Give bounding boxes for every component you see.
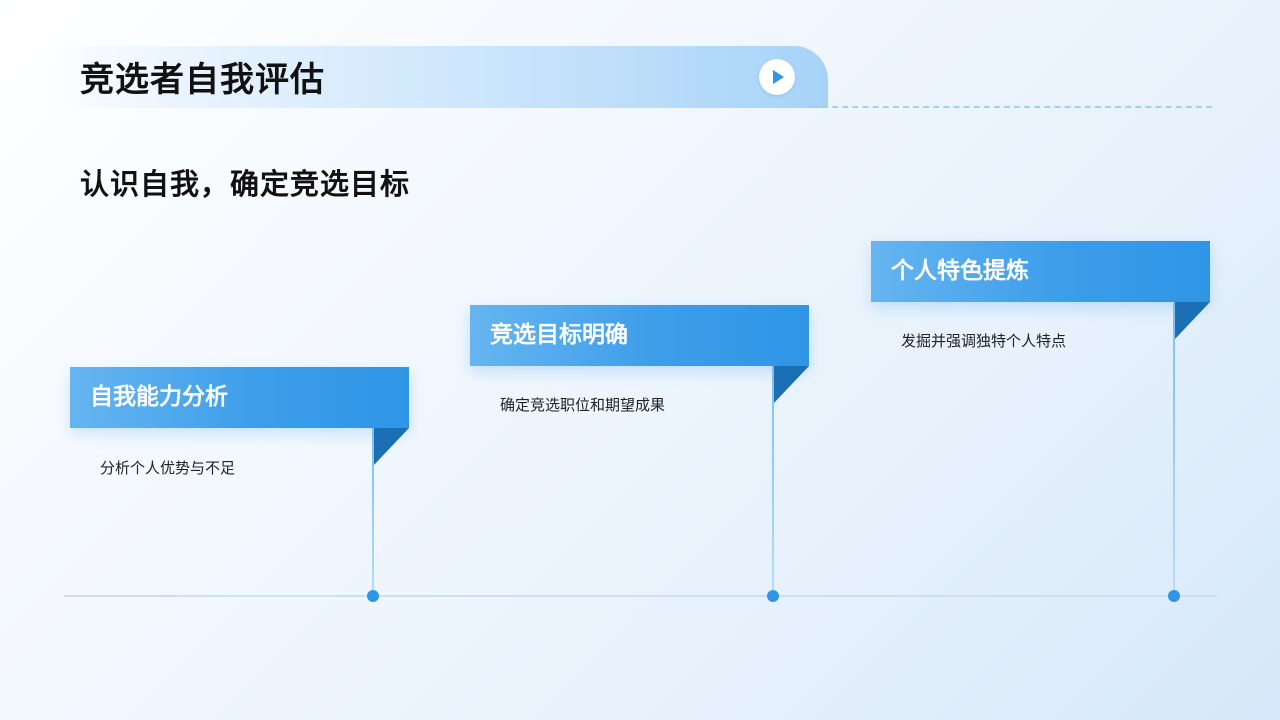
step-banner: 自我能力分析 (70, 367, 409, 428)
step-label: 个人特色提炼 (891, 258, 1029, 284)
header-dashed-divider (812, 106, 1212, 108)
step-label: 竞选目标明确 (490, 322, 628, 348)
play-icon (773, 70, 784, 84)
step-pole (372, 428, 374, 596)
step-banner: 个人特色提炼 (871, 241, 1210, 302)
page-title: 竞选者自我评估 (80, 60, 325, 100)
timeline-dot (767, 590, 779, 602)
play-button[interactable] (759, 59, 795, 95)
step-description: 确定竞选职位和期望成果 (500, 396, 666, 414)
page-subtitle: 认识自我，确定竞选目标 (80, 167, 411, 201)
title-bar (46, 46, 828, 108)
step-description: 分析个人优势与不足 (100, 459, 236, 477)
banner-fold-shape (1174, 302, 1210, 340)
step-description: 发掘并强调独特个人特点 (901, 332, 1067, 350)
step-banner: 竞选目标明确 (470, 305, 809, 366)
banner-fold-shape (373, 428, 409, 466)
step-pole (1173, 302, 1175, 596)
timeline-dot (367, 590, 379, 602)
timeline-dot (1168, 590, 1180, 602)
banner-fold-shape (773, 366, 809, 404)
step-label: 自我能力分析 (90, 384, 228, 410)
step-pole (772, 366, 774, 596)
timeline-baseline (64, 595, 1217, 597)
